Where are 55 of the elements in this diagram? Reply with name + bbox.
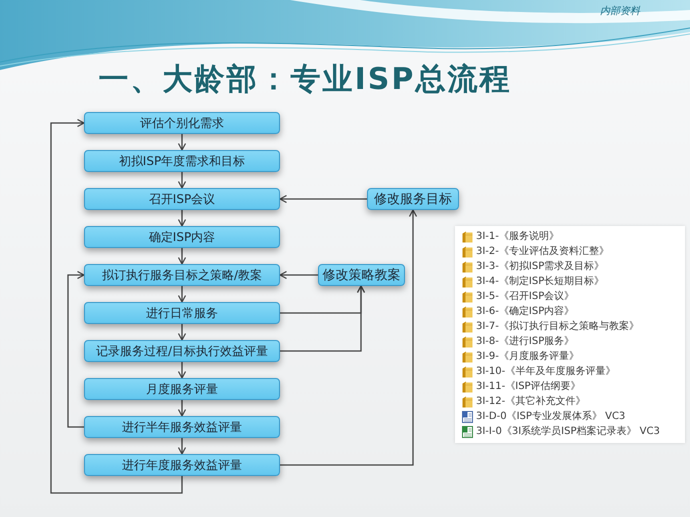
step-label: 记录服务过程/目标执行效益评量: [96, 345, 268, 357]
process-box: [84, 340, 280, 362]
process-box: [84, 264, 280, 286]
step-label: 确定ISP内容: [148, 231, 216, 243]
arrow: [280, 209, 418, 466]
arrow: [178, 172, 186, 189]
file-name: 3I-2-《专业评估及资料汇整》: [476, 245, 609, 258]
file-name: 3I-5-《召开ISP会议》: [476, 290, 574, 303]
step-label: 初拟ISP年度需求和目标: [118, 155, 246, 167]
step-label: 召开ISP会议: [148, 193, 216, 205]
step-label: 月度服务评量: [146, 383, 218, 395]
process-box: [84, 188, 280, 210]
arrow: [178, 248, 186, 265]
step-label: 进行日常服务: [146, 307, 218, 319]
arrow: [178, 438, 186, 455]
process-box: [84, 226, 280, 248]
step-label: 修改策略教案: [322, 268, 400, 282]
arrow: [178, 400, 186, 417]
step-label: 进行半年服务效益评量: [122, 421, 242, 433]
file-name: 3I-1-《服务说明》: [476, 230, 559, 243]
file-name: 3I-10-《半年及年度服务评量》: [476, 365, 616, 378]
process-box: [84, 378, 280, 400]
step-label: 修改服务目标: [374, 192, 452, 206]
file-name: 3I-9-《月度服务评量》: [476, 350, 579, 363]
arrow: [178, 324, 186, 341]
arrow: [279, 270, 318, 280]
arrow: [178, 134, 186, 151]
arrow: [280, 285, 366, 352]
process-box: [367, 188, 459, 210]
step-label: 拟订执行服务目标之策略/教案: [102, 269, 262, 281]
title: 一、大龄部：专业ISP总流程: [98, 61, 512, 99]
file-name: 3I-12-《其它补充文件》: [476, 395, 586, 408]
arrow: [67, 270, 85, 428]
file-name: 3I-I-0《3I系统学员ISP档案记录表》 VC3: [476, 425, 660, 438]
file-name: 3I-D-0《ISP专业发展体系》 VC3: [476, 410, 626, 423]
step-label: 进行年度服务效益评量: [122, 459, 242, 471]
arrow: [178, 286, 186, 303]
arrow: [178, 210, 186, 227]
arrow: [178, 362, 186, 379]
process-box: [84, 150, 280, 172]
process-box: [84, 112, 280, 134]
step-label: 评估个别化需求: [140, 117, 224, 129]
file-name: 3I-6-《确定ISP内容》: [476, 305, 574, 318]
file-name: 3I-3-《初拟ISP需求及目标》: [476, 260, 604, 273]
process-box: [84, 454, 280, 476]
process-box: [84, 416, 280, 438]
file-name: 3I-4-《制定ISP长短期目标》: [476, 275, 604, 288]
header-note: 内部资料: [600, 5, 640, 19]
file-name: 3I-8-《进行ISP服务》: [476, 335, 574, 348]
process-box: [318, 264, 405, 286]
file-name: 3I-11-《ISP评估纲要》: [476, 380, 581, 393]
arrow: [50, 118, 183, 494]
file-name: 3I-7-《拟订执行目标之策略与教案》: [476, 320, 639, 333]
arrow: [279, 194, 367, 204]
process-box: [84, 302, 280, 324]
